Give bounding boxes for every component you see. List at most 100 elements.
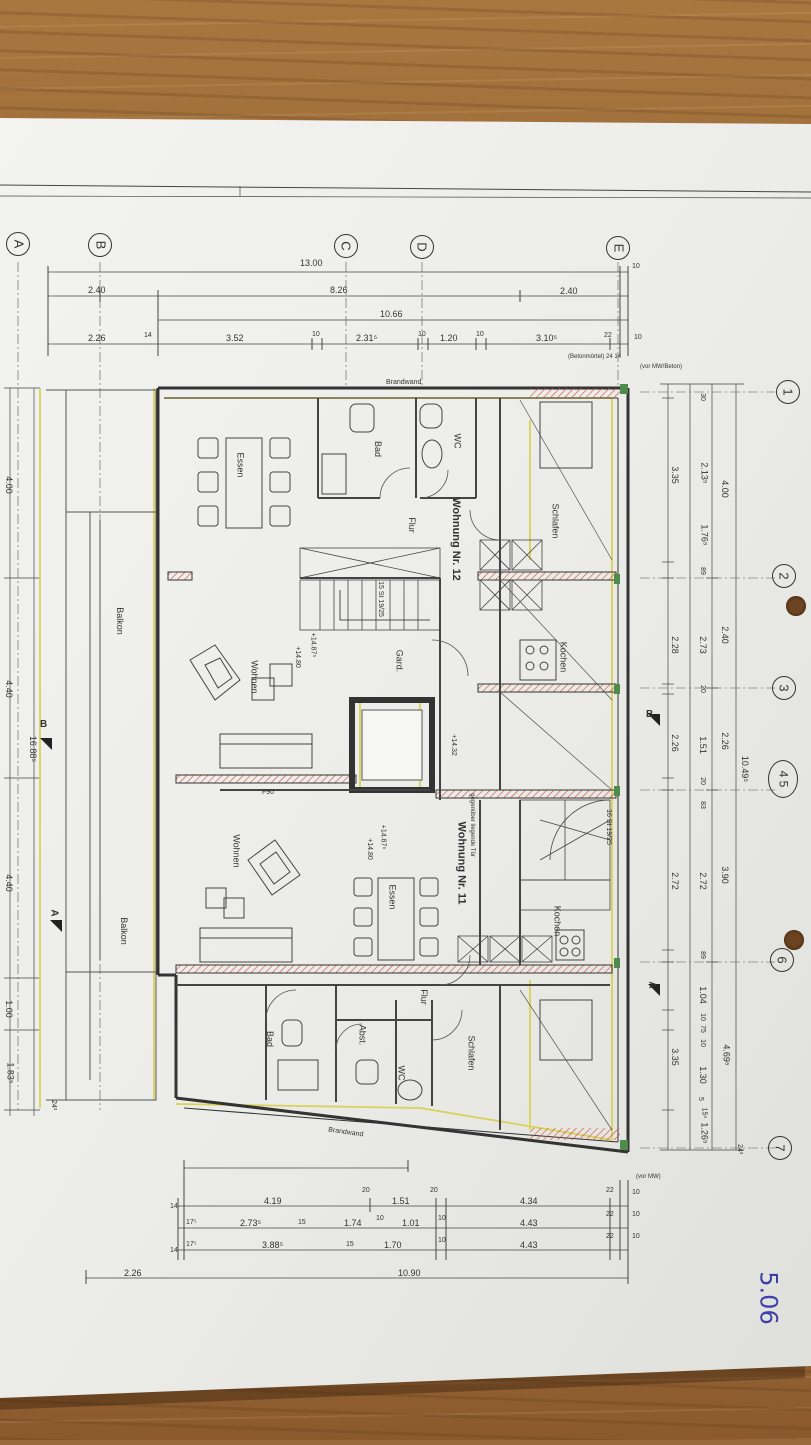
grid-axis-label: E [606, 236, 630, 260]
dim-left: 24³ [50, 1099, 58, 1111]
grid-axis-label: 3 [772, 676, 796, 700]
dim-bottom: 22 [606, 1211, 614, 1218]
dim-right: 2.40 [719, 626, 730, 644]
punch-hole [784, 930, 804, 950]
dim-right: 2.26 [719, 732, 730, 750]
room-label: Bad [373, 440, 384, 458]
dim-right: 20 [698, 777, 706, 785]
dim-bottom: 4.43 [520, 1240, 538, 1250]
annotation: Brandwand [386, 379, 422, 386]
annotation: +14.80 [293, 646, 301, 668]
dim-right: 1.51 [697, 736, 708, 754]
dim-bottom: 15 [346, 1241, 354, 1248]
dim-bottom: 1.70 [384, 1240, 402, 1250]
grid-axis-label: D [410, 235, 434, 259]
dim-right: 3.35 [669, 1048, 680, 1066]
page-number: 5.06 [754, 1271, 783, 1325]
annotation: +14.87⁵ [309, 632, 317, 658]
dim-bottom: 20 [362, 1187, 370, 1194]
grid-axis-label: B [88, 233, 112, 257]
dim-right: 1.30 [697, 1066, 708, 1084]
grid-axis-label: A [6, 232, 30, 256]
dim-bottom: 10 [438, 1237, 446, 1244]
dim-bottom: 2.26 [124, 1268, 142, 1278]
room-label: Essen [235, 452, 246, 478]
room-label: Kochen [552, 905, 563, 937]
annotation: 16 St 19/25 [604, 809, 612, 845]
dim-left: 4.40 [3, 874, 14, 892]
grid-axis-label: 2 [772, 564, 796, 588]
dim-right: 20 [698, 685, 706, 693]
dim-right: 1.76⁵ [699, 524, 710, 546]
dim-bottom: 1.01 [402, 1218, 420, 1228]
dim-bottom: 2.73⁵ [240, 1218, 262, 1228]
punch-hole [786, 596, 806, 616]
room-label: Flur [418, 989, 429, 1005]
dim-bottom: 10 [438, 1215, 446, 1222]
dim-right: 4.69⁵ [721, 1044, 732, 1066]
section-marker: A [646, 981, 658, 989]
dim-top: 3.10⁵ [536, 333, 558, 343]
dim-right: 3.35 [669, 466, 680, 484]
room-label: Balkon [114, 607, 125, 635]
dim-right: 10 [698, 1013, 706, 1021]
unit-12-title: Wohnung Nr. 12 [449, 497, 462, 581]
dim-left: 1.83⁵ [5, 1062, 16, 1084]
dim-right: 24³ [736, 1143, 744, 1155]
dim-bottom: 17⁵ [186, 1219, 197, 1226]
dim-bottom: 10 [376, 1215, 384, 1222]
grid-axis-label: C [334, 234, 358, 258]
dim-left-total: 16.88⁵ [28, 735, 39, 763]
dim-right: 2.13⁵ [699, 462, 710, 484]
room-label: Kochen [558, 641, 569, 673]
dim-top: 13.00 [300, 258, 323, 268]
dim-bottom: 20 [430, 1187, 438, 1194]
dim-bottom: 4.43 [520, 1218, 538, 1228]
grid-axis-label: 6 [770, 948, 794, 972]
dim-top: 10.66 [380, 309, 403, 319]
dim-right: 30 [698, 393, 706, 401]
dim-top: 10 [632, 263, 640, 270]
dim-note: (Betonmörtel) 24 14 [568, 354, 622, 360]
dim-right: 2.72 [669, 872, 680, 890]
dim-right: 1.26⁵ [699, 1122, 710, 1144]
dim-top: 2.40 [88, 285, 106, 295]
dim-right-total: 10.49⁵ [740, 755, 751, 783]
dim-top: 10 [476, 331, 484, 338]
section-marker: B [646, 709, 654, 720]
room-label: Balkon [118, 917, 129, 945]
dim-right: 10 [698, 1039, 706, 1047]
dim-right: 2.26 [669, 734, 680, 752]
section-marker: B [40, 719, 48, 730]
dim-right: 2.73 [697, 636, 708, 654]
dim-top: 3.52 [226, 333, 244, 343]
annotation: gegenüber liegende Tür [468, 793, 475, 857]
dim-bottom: 17⁵ [186, 1241, 197, 1248]
dim-right: 3.90 [719, 866, 730, 884]
room-label: Schlafen [466, 1035, 477, 1071]
dim-top: 8.26 [330, 285, 348, 295]
dim-top: 2.31⁵ [356, 333, 378, 343]
dim-bottom: 10 [632, 1189, 640, 1196]
dim-left: 4.00 [3, 476, 14, 494]
dim-bottom: 1.74 [344, 1218, 362, 1228]
dim-bottom: 3.88⁵ [262, 1240, 284, 1250]
dim-right: 15⁵ [700, 1107, 708, 1119]
annotation: 15 St 19/25 [376, 581, 384, 617]
dim-right: 75 [698, 1025, 706, 1033]
grid-axis-label: 7 [768, 1136, 792, 1160]
section-marker: A [48, 909, 60, 917]
dim-left: 4.40 [3, 680, 14, 698]
dim-left: 1.00 [3, 1000, 14, 1018]
dim-bottom: 4.19 [264, 1196, 282, 1206]
dim-top: 2.26 [88, 333, 106, 343]
dim-bottom: 10.90 [398, 1268, 421, 1278]
room-label: Wohnen [231, 834, 242, 868]
dim-bottom: 14 [170, 1203, 178, 1210]
dim-bottom: 4.34 [520, 1196, 538, 1206]
room-label: Abst. [357, 1024, 368, 1046]
dim-bottom: 22 [606, 1187, 614, 1194]
annotation: +14.87⁵ [379, 824, 387, 850]
dim-bottom: 14 [170, 1247, 178, 1254]
